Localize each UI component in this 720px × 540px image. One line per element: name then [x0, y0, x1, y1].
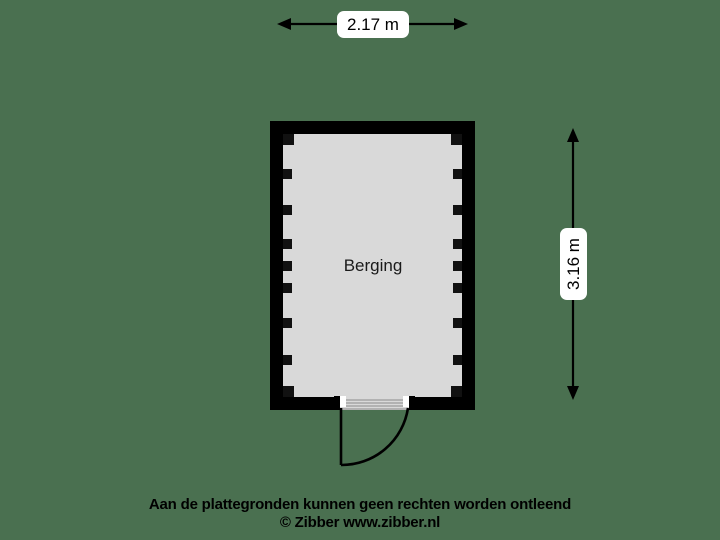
room-interior-floor	[283, 134, 462, 397]
stud-mark	[283, 283, 292, 293]
footer-line-1: Aan de plattegronden kunnen geen rechten…	[149, 496, 571, 513]
horizontal-dimension-label: 2.17 m	[347, 15, 399, 34]
vertical-dimension: 3.16 m	[560, 128, 587, 400]
door-reveal-left	[340, 396, 346, 407]
footer-disclaimer: Aan de plattegronden kunnen geen rechten…	[149, 496, 571, 531]
vertical-dimension-arrow-bottom	[567, 386, 579, 400]
door-jamb-right	[409, 396, 415, 410]
door-swing-arc	[340, 407, 410, 467]
stud-mark	[283, 355, 292, 365]
stud-mark	[283, 318, 292, 328]
horizontal-dimension-label-bg	[337, 11, 409, 38]
stud-mark	[283, 134, 294, 145]
entry-door[interactable]	[334, 396, 415, 467]
footer-line-2: © Zibber www.zibber.nl	[280, 514, 440, 531]
stud-mark	[283, 239, 292, 249]
stud-mark	[453, 239, 462, 249]
stud-mark	[453, 283, 462, 293]
horizontal-dimension: 2.17 m	[277, 11, 468, 38]
stud-mark	[283, 386, 294, 397]
stud-mark	[453, 355, 462, 365]
stud-mark	[283, 169, 292, 179]
horizontal-dimension-arrow-right	[454, 18, 468, 30]
stud-mark	[453, 261, 462, 271]
door-jamb-left	[334, 396, 340, 410]
vertical-dimension-label: 3.16 m	[564, 238, 583, 290]
horizontal-dimension-arrow-left	[277, 18, 291, 30]
left-wall-stud-marks	[283, 134, 294, 397]
stud-mark	[283, 205, 292, 215]
stud-mark	[453, 318, 462, 328]
stud-mark	[451, 386, 462, 397]
stud-mark	[451, 134, 462, 145]
stud-mark	[453, 169, 462, 179]
stud-mark	[283, 261, 292, 271]
room-berging[interactable]: Berging	[270, 121, 475, 410]
room-label: Berging	[344, 256, 403, 275]
stud-mark	[453, 205, 462, 215]
vertical-dimension-label-bg	[560, 228, 587, 300]
door-reveal-right	[403, 396, 409, 407]
vertical-dimension-arrow-top	[567, 128, 579, 142]
right-wall-stud-marks	[451, 134, 462, 397]
